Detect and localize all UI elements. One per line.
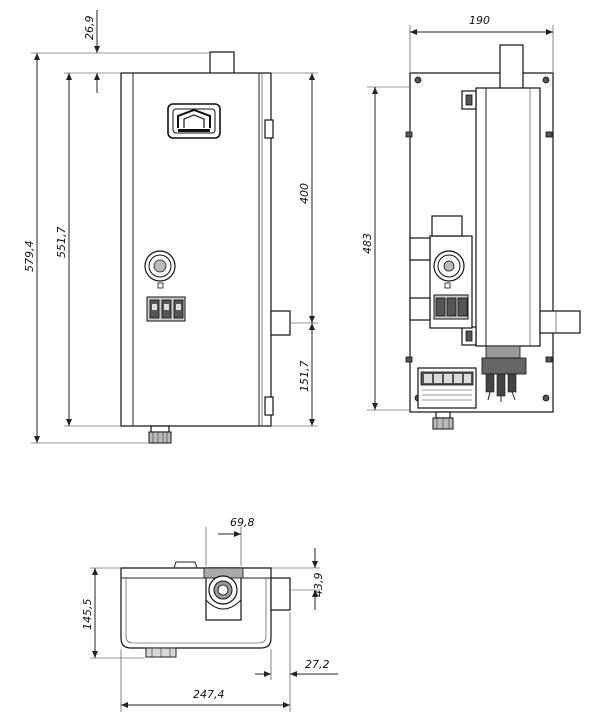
dim-width: 247,4 xyxy=(193,688,225,701)
side-view xyxy=(405,44,581,430)
dim-total-height: 579,4 xyxy=(23,241,36,273)
dim-depth: 145,5 xyxy=(81,599,94,631)
front-top-pipe xyxy=(209,51,235,75)
bottom-body xyxy=(120,567,272,649)
dim-upper-height: 400 xyxy=(298,183,311,204)
dim-body-height: 551,7 xyxy=(55,227,68,259)
heating-element-terminals-icon xyxy=(481,345,527,402)
front-view xyxy=(120,51,291,444)
logo-icon xyxy=(167,103,221,139)
side-dimensions: 190 483 xyxy=(361,14,554,411)
dim-bottom-offset: 43,9 xyxy=(312,573,325,598)
bottom-dimensions: 69,8 43,9 145,5 27,2 247,4 xyxy=(81,516,338,712)
dim-side-width: 190 xyxy=(469,14,490,27)
dim-top-offset: 26,9 xyxy=(83,16,96,41)
bottom-view xyxy=(120,561,291,658)
bottom-side-pipe xyxy=(270,577,291,611)
front-side-pipe xyxy=(270,310,291,336)
thermostat-dial-icon xyxy=(144,250,176,289)
front-dimensions: 26,9 579,4 551,7 400 151,7 xyxy=(23,10,318,444)
side-thermostat-dial-icon xyxy=(433,250,465,282)
bottom-pipe-fitting-icon xyxy=(203,567,244,621)
terminal-block-icon xyxy=(417,367,477,409)
dim-bottom-pipe: 69,8 xyxy=(230,516,255,529)
side-cable-gland-icon xyxy=(432,411,454,430)
cable-gland-icon xyxy=(148,425,172,444)
dim-pipe-out: 27,2 xyxy=(305,658,330,671)
side-switches-icon xyxy=(433,294,469,320)
dim-side-height: 483 xyxy=(361,233,374,254)
dim-lower-height: 151,7 xyxy=(298,361,311,393)
power-switches-icon xyxy=(146,296,186,322)
